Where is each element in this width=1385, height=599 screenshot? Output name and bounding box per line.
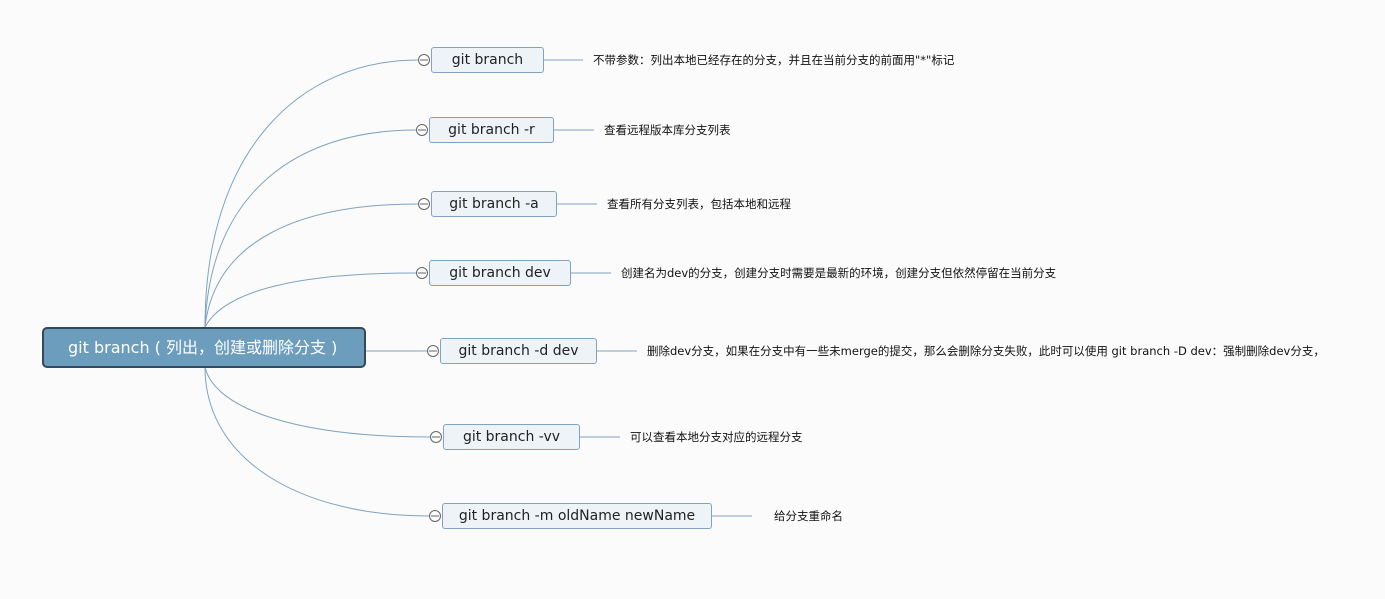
topic-git-branch-r[interactable]: git branch -r (429, 117, 554, 143)
description-label: 删除dev分支，如果在分支中有一些未merge的提交，那么会删除分支失败，此时可… (647, 344, 1325, 358)
topic-git-branch-vv[interactable]: git branch -vv (443, 424, 580, 450)
description-label: 查看所有分支列表，包括本地和远程 (607, 197, 791, 211)
topic-git-branch-m[interactable]: git branch -m oldName newName (442, 503, 712, 529)
topic-git-branch-a[interactable]: git branch -a (431, 191, 557, 217)
description-label: 创建名为dev的分支，创建分支时需要是最新的环境，创建分支但依然停留在当前分支 (621, 266, 1057, 280)
topic-git-branch-d-dev[interactable]: git branch -d dev (440, 338, 597, 364)
description-label: 不带参数：列出本地已经存在的分支，并且在当前分支的前面用"*"标记 (593, 53, 955, 67)
topic-git-branch-dev[interactable]: git branch dev (429, 260, 571, 286)
topic-git-branch[interactable]: git branch (431, 47, 544, 73)
root-topic[interactable]: git branch ( 列出，创建或删除分支 ) (42, 327, 366, 368)
description-label: 给分支重命名 (774, 509, 843, 523)
description-label: 可以查看本地分支对应的远程分支 (630, 430, 803, 444)
description-label: 查看远程版本库分支列表 (604, 123, 731, 137)
